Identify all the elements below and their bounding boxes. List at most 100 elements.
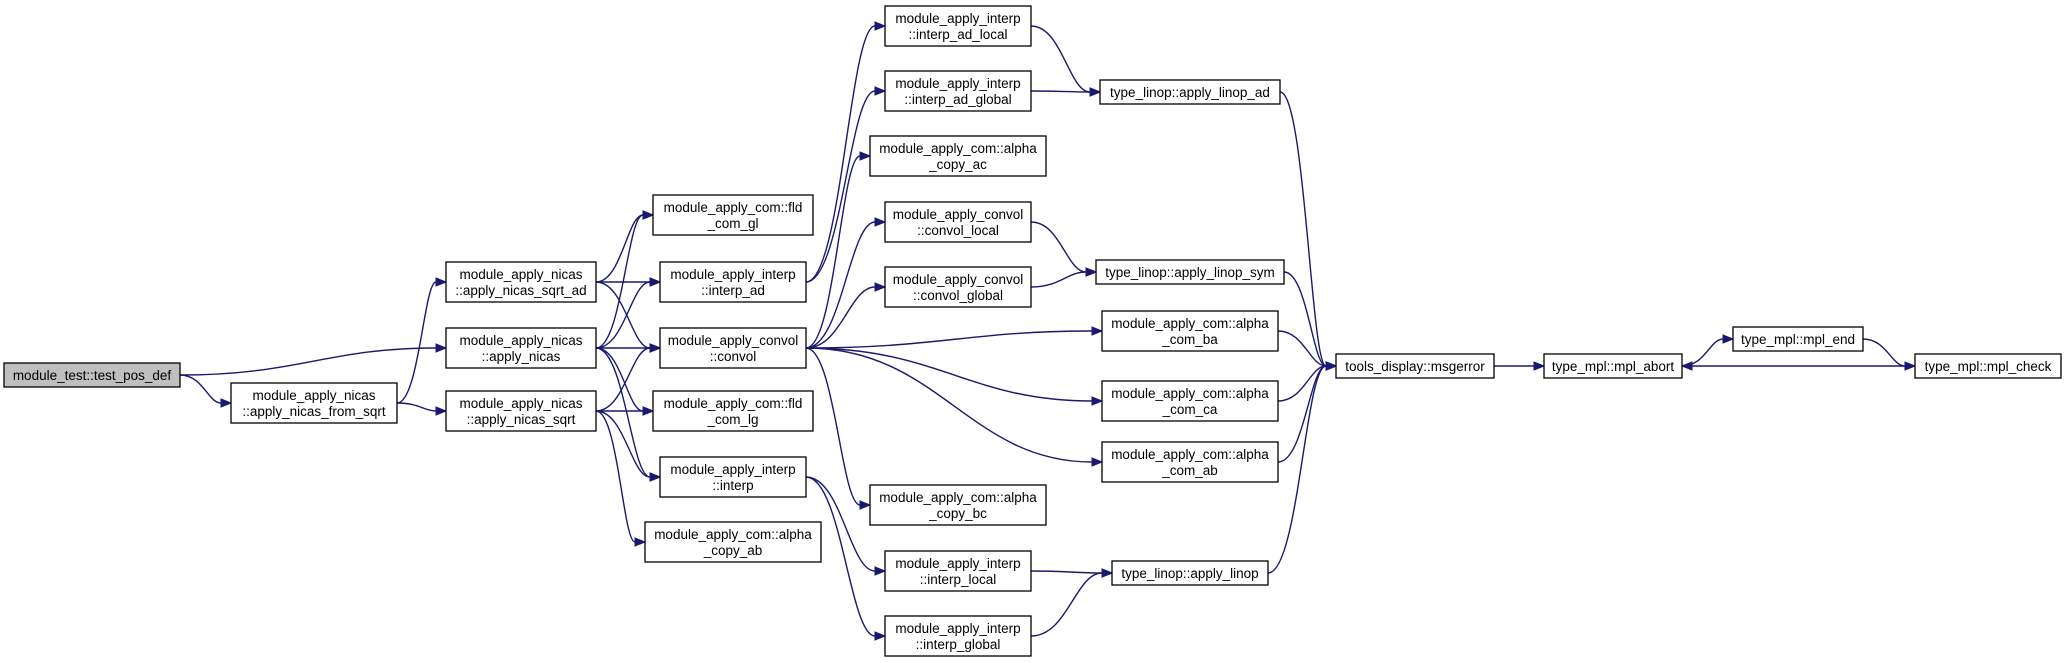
node-fld-com-gl[interactable]: module_apply_com::fld_com_gl bbox=[652, 194, 814, 236]
node-label-line: type_mpl::mpl_check bbox=[1925, 359, 2052, 374]
node-label-line: module_apply_com::alpha bbox=[1111, 447, 1269, 462]
node-label-line: module_apply_com::alpha bbox=[879, 141, 1037, 156]
node-msgerror[interactable]: tools_display::msgerror bbox=[1335, 353, 1495, 379]
edge-apply-nicas-sqrt-ad-to-convol bbox=[595, 281, 651, 349]
edge-alpha-com-ab-to-msgerror bbox=[1277, 365, 1327, 463]
node-label-line: module_apply_convol bbox=[668, 333, 799, 348]
node-label-line: type_mpl::mpl_end bbox=[1741, 332, 1855, 347]
node-label-line: ::interp_ad_local bbox=[908, 27, 1007, 42]
node-interp-ad-global[interactable]: module_apply_interp::interp_ad_global bbox=[884, 70, 1032, 112]
node-box bbox=[659, 261, 807, 303]
node-label-line: ::apply_nicas_from_sqrt bbox=[242, 404, 386, 419]
node-interp-ad-local[interactable]: module_apply_interp::interp_ad_local bbox=[884, 5, 1032, 47]
node-alpha-copy-ac[interactable]: module_apply_com::alpha_copy_ac bbox=[869, 135, 1047, 177]
node-interp-local[interactable]: module_apply_interp::interp_local bbox=[884, 550, 1032, 592]
node-apply-linop-ad[interactable]: type_linop::apply_linop_ad bbox=[1099, 79, 1281, 105]
arrowhead bbox=[1091, 326, 1104, 336]
edge-test-pos-def-to-apply-nicas bbox=[179, 347, 437, 376]
node-label-line: ::apply_nicas_sqrt_ad bbox=[455, 283, 586, 298]
node-convol-local[interactable]: module_apply_convol::convol_local bbox=[884, 201, 1032, 243]
node-box bbox=[644, 521, 822, 563]
node-label-line: module_apply_com::alpha bbox=[1111, 316, 1269, 331]
node-apply-nicas-sqrt[interactable]: module_apply_nicas::apply_nicas_sqrt bbox=[445, 390, 597, 432]
arrowhead bbox=[435, 343, 448, 353]
node-label-line: ::interp_local bbox=[920, 572, 997, 587]
node-box bbox=[652, 194, 814, 236]
node-fld-com-lg[interactable]: module_apply_com::fld_com_lg bbox=[652, 390, 814, 432]
arrowhead bbox=[1091, 457, 1104, 467]
node-apply-linop[interactable]: type_linop::apply_linop bbox=[1111, 560, 1269, 586]
node-box bbox=[869, 135, 1047, 177]
edge-apply-nicas-sqrt-ad-to-fld-com-gl bbox=[595, 214, 644, 283]
arrowhead bbox=[649, 277, 662, 287]
node-mpl-abort[interactable]: type_mpl::mpl_abort bbox=[1543, 353, 1683, 379]
node-alpha-com-ba[interactable]: module_apply_com::alpha_com_ba bbox=[1101, 310, 1279, 352]
node-label-line: _com_ba bbox=[1161, 332, 1218, 347]
node-label-line: tools_display::msgerror bbox=[1345, 359, 1485, 374]
edge-apply-nicas-to-fld-com-gl bbox=[595, 214, 644, 349]
node-label-line: ::interp_ad_global bbox=[904, 92, 1011, 107]
node-label-line: _com_lg bbox=[706, 412, 758, 427]
node-box bbox=[869, 484, 1047, 526]
node-mpl-check[interactable]: type_mpl::mpl_check bbox=[1914, 353, 2062, 379]
node-apply-nicas-sqrt-ad[interactable]: module_apply_nicas::apply_nicas_sqrt_ad bbox=[445, 261, 597, 303]
node-box bbox=[659, 327, 807, 369]
node-label-line: _copy_bc bbox=[928, 506, 987, 521]
edge-apply-nicas-to-fld-com-lg bbox=[595, 347, 644, 412]
node-interp-global[interactable]: module_apply_interp::interp_global bbox=[884, 615, 1032, 657]
edge-convol-to-alpha-copy-bc bbox=[805, 347, 861, 506]
arrowhead bbox=[1722, 334, 1735, 344]
node-label-line: ::convol bbox=[710, 349, 757, 364]
node-label-line: module_test::test_pos_def bbox=[13, 368, 172, 383]
edge-interp-to-interp-local bbox=[805, 476, 876, 572]
node-box bbox=[884, 615, 1032, 657]
node-label-line: _com_ab bbox=[1161, 463, 1218, 478]
edge-apply-nicas-to-interp bbox=[595, 347, 651, 478]
node-alpha-copy-bc[interactable]: module_apply_com::alpha_copy_bc bbox=[869, 484, 1047, 526]
edge-apply-nicas-from-sqrt-to-apply-nicas-sqrt bbox=[396, 402, 437, 412]
node-box bbox=[884, 201, 1032, 243]
node-label-line: module_apply_com::alpha bbox=[879, 490, 1037, 505]
node-label-line: module_apply_com::fld bbox=[664, 200, 803, 215]
node-label-line: module_apply_nicas bbox=[459, 396, 582, 411]
edge-apply-nicas-sqrt-to-interp bbox=[595, 410, 651, 478]
node-apply-linop-sym[interactable]: type_linop::apply_linop_sym bbox=[1095, 259, 1285, 285]
node-alpha-com-ca[interactable]: module_apply_com::alpha_com_ca bbox=[1101, 380, 1279, 422]
node-interp[interactable]: module_apply_interp::interp bbox=[659, 456, 807, 498]
node-mpl-end[interactable]: type_mpl::mpl_end bbox=[1732, 326, 1864, 352]
node-label-line: module_apply_convol bbox=[893, 272, 1024, 287]
edge-convol-to-alpha-com-ab bbox=[805, 347, 1093, 463]
node-box bbox=[230, 382, 398, 424]
node-label-line: module_apply_interp bbox=[670, 462, 795, 477]
edge-alpha-com-ca-to-msgerror bbox=[1277, 365, 1327, 402]
arrowhead bbox=[1101, 568, 1114, 578]
node-test-pos-def[interactable]: module_test::test_pos_def bbox=[3, 362, 181, 388]
node-apply-nicas-from-sqrt[interactable]: module_apply_nicas::apply_nicas_from_sqr… bbox=[230, 382, 398, 424]
node-convol[interactable]: module_apply_convol::convol bbox=[659, 327, 807, 369]
node-box bbox=[445, 327, 597, 369]
node-label-line: _copy_ac bbox=[928, 157, 987, 172]
edge-interp-to-interp-global bbox=[805, 476, 876, 637]
edge-convol-local-to-apply-linop-sym bbox=[1030, 221, 1087, 273]
node-convol-global[interactable]: module_apply_convol::convol_global bbox=[884, 266, 1032, 308]
edge-convol-global-to-apply-linop-sym bbox=[1030, 271, 1087, 288]
node-interp-ad[interactable]: module_apply_interp::interp_ad bbox=[659, 261, 807, 303]
node-box bbox=[1914, 353, 2062, 379]
edge-apply-nicas-sqrt-to-convol bbox=[595, 347, 651, 412]
arrowhead bbox=[435, 277, 448, 287]
node-box bbox=[884, 550, 1032, 592]
edge-convol-to-alpha-com-ba bbox=[805, 330, 1093, 349]
edge-apply-nicas-from-sqrt-to-apply-nicas-sqrt-ad bbox=[396, 281, 437, 404]
arrowhead bbox=[1089, 87, 1102, 97]
node-apply-nicas[interactable]: module_apply_nicas::apply_nicas bbox=[445, 327, 597, 369]
edge-apply-linop-ad-to-msgerror bbox=[1279, 91, 1327, 367]
node-label-line: ::apply_nicas bbox=[482, 349, 561, 364]
node-alpha-com-ab[interactable]: module_apply_com::alpha_com_ab bbox=[1101, 441, 1279, 483]
arrowhead bbox=[874, 566, 887, 576]
node-box bbox=[445, 390, 597, 432]
arrowhead bbox=[1085, 267, 1098, 277]
edge-alpha-com-ba-to-msgerror bbox=[1277, 330, 1327, 367]
node-box bbox=[1101, 310, 1279, 352]
node-alpha-copy-ab[interactable]: module_apply_com::alpha_copy_ab bbox=[644, 521, 822, 563]
node-label-line: _com_ca bbox=[1162, 402, 1218, 417]
